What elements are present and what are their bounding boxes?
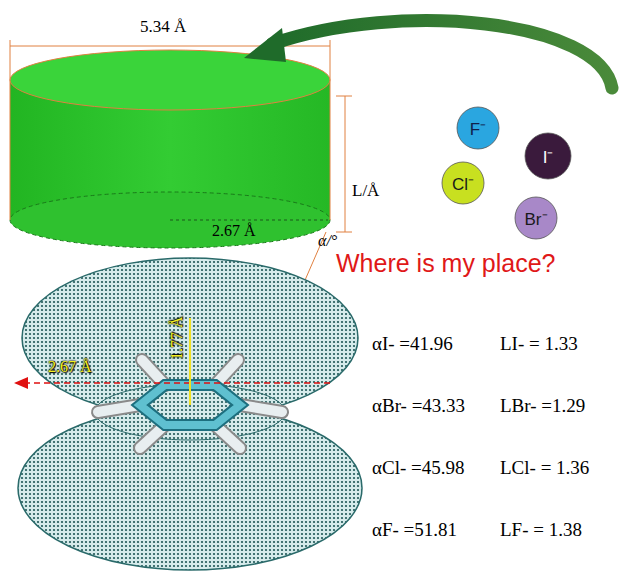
- ion-circle: I⁻: [524, 132, 572, 180]
- ion-disc: [515, 197, 557, 239]
- ion-disc: [442, 162, 484, 204]
- cylinder: [10, 50, 330, 248]
- radius-arrow: [14, 377, 330, 389]
- diameter-label: 5.34 Å: [140, 18, 186, 37]
- height-label: 1.77 Å: [168, 316, 186, 360]
- ion-label: F⁻: [456, 106, 500, 150]
- question-text: Where is my place?: [336, 250, 556, 278]
- angle-value: αI- =41.96: [372, 334, 453, 355]
- length-value: LCl- = 1.36: [500, 458, 589, 479]
- ion-disc: [457, 107, 499, 149]
- ion-circle: Cl⁻: [441, 161, 485, 205]
- torus-surface: [18, 258, 362, 570]
- angle-value: αCl- =45.98: [372, 458, 464, 479]
- ion-disc: [525, 133, 571, 179]
- height-line: [189, 318, 191, 405]
- ion-label: Cl⁻: [441, 161, 485, 205]
- length-value: LI- = 1.33: [500, 334, 578, 355]
- length-value: LF- = 1.38: [500, 520, 582, 541]
- length-label: L/Å: [352, 182, 379, 201]
- ion-circle: Br⁻: [514, 196, 558, 240]
- curved-arrow: [244, 21, 612, 88]
- angle-label: α/°: [318, 232, 337, 250]
- length-value: LBr- =1.29: [500, 396, 585, 417]
- ion-label: Br⁻: [514, 196, 558, 240]
- radius-label: 2.67 Å: [48, 358, 92, 376]
- angle-value: αBr- =43.33: [372, 396, 465, 417]
- radius-label: 2.67 Å: [212, 222, 256, 240]
- angle-value: αF- =51.81: [372, 520, 457, 541]
- ion-circle: F⁻: [456, 106, 500, 150]
- ion-label: I⁻: [524, 132, 572, 180]
